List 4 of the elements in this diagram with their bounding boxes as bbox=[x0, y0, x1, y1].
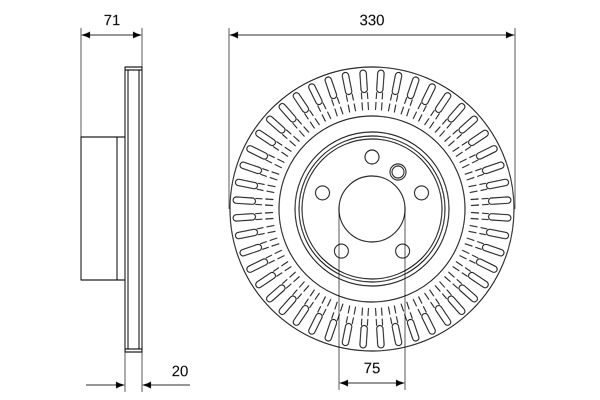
dimension-label: 75 bbox=[362, 362, 382, 374]
dimension-label: 330 bbox=[360, 14, 384, 26]
dimension-label: 20 bbox=[172, 366, 188, 376]
dimension-label: 71 bbox=[104, 14, 120, 26]
